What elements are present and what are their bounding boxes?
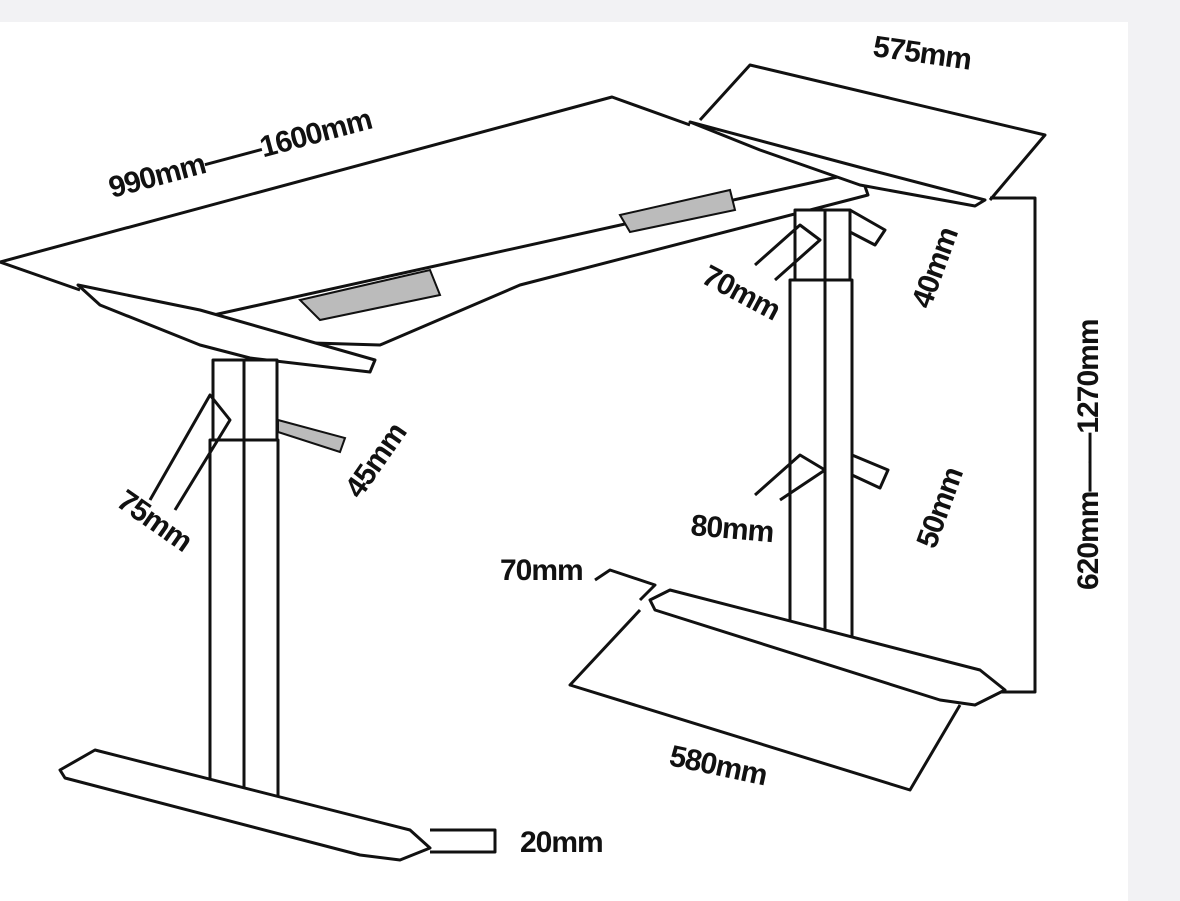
left-top-bracket [76, 283, 377, 374]
motor-housing-2 [618, 188, 737, 234]
foot-height-label: 20mm [520, 826, 603, 859]
mid-column-width-label: 50mm [911, 463, 970, 552]
foot-height-dim [430, 828, 497, 854]
foot-length-dim [568, 608, 962, 792]
right-mid-dim [754, 453, 827, 502]
left-foot [58, 748, 432, 862]
depth-dimension-lines [698, 63, 1047, 201]
right-column-upper [793, 208, 852, 282]
foot-length-label: 580mm [667, 740, 770, 793]
foot-width-dim [594, 568, 657, 602]
right-foot [648, 588, 1007, 707]
foot-width-label: 70mm [500, 554, 583, 587]
desk-frame-drawing: 990mm——1600mm 575mm 70mm 40mm 620mm——127… [0, 30, 1105, 862]
left-width-dim [277, 418, 347, 454]
lower-column-width-label: 45mm [339, 417, 413, 504]
mid-column-depth-label: 80mm [689, 509, 774, 549]
diagram-canvas: 990mm——1600mm 575mm 70mm 40mm 620mm——127… [0, 22, 1128, 901]
right-column [788, 278, 854, 647]
height-dimension-lines [990, 196, 1037, 694]
top-depth-label: 575mm [871, 30, 973, 76]
width-range-label: 990mm——1600mm [105, 103, 375, 205]
right-upper-width-dim [849, 208, 887, 247]
right-top-bracket [688, 120, 987, 208]
right-upper-dim [754, 223, 822, 282]
tabletop-outline [0, 95, 691, 264]
upper-column-width-label: 40mm [906, 223, 965, 312]
tabletop-edge [0, 260, 81, 292]
left-lower-dim [148, 393, 232, 511]
upper-column-depth-label: 70mm [697, 259, 786, 327]
motor-housing [298, 268, 442, 322]
height-range-label: 620mm——1270mm [1072, 320, 1105, 591]
right-mid-width-dim [851, 453, 890, 490]
